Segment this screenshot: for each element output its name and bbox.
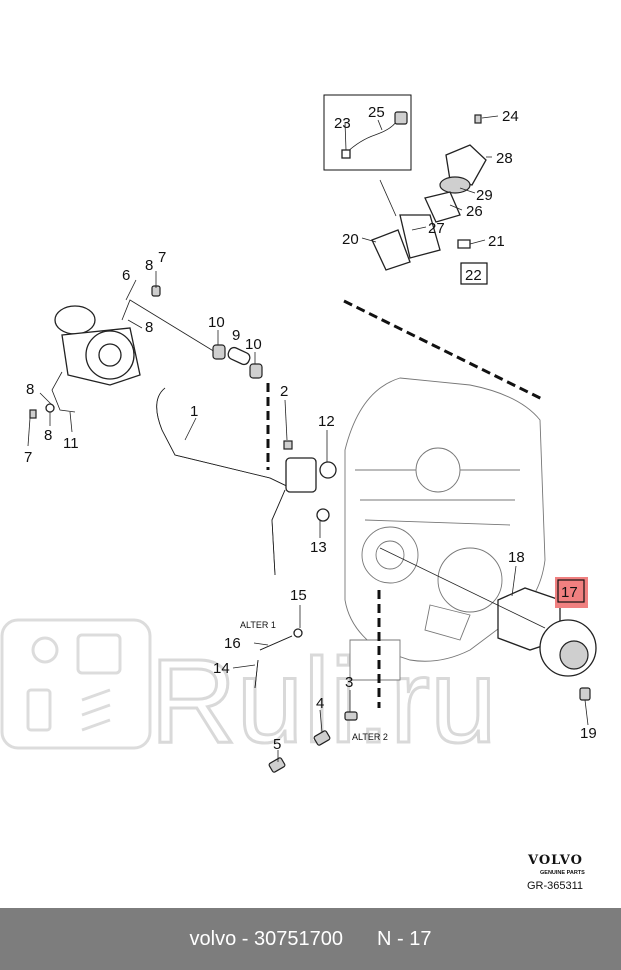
callout-8c: 8 — [26, 381, 34, 398]
engine-block — [344, 377, 546, 681]
callout-1: 1 — [190, 403, 198, 420]
callout-27: 27 — [428, 220, 445, 237]
callout-14: 14 — [213, 660, 230, 677]
callout-16: 16 — [224, 635, 241, 652]
callout-12: 12 — [318, 413, 335, 430]
footer-position: N - 17 — [376, 927, 432, 950]
callout-2: 2 — [280, 383, 288, 400]
alter-2-label: ALTER 2 — [352, 732, 388, 742]
callout-22-box — [460, 262, 488, 285]
callout-10b: 10 — [245, 336, 262, 353]
callout-9: 9 — [232, 327, 240, 344]
callout-3: 3 — [345, 674, 353, 691]
turbocharger — [51, 299, 221, 413]
inset-box — [323, 94, 412, 171]
callout-17: 17 — [561, 584, 578, 601]
callouts: 1 2 3 4 5 6 7 8 8 10 9 10 8 8 11 7 12 13… — [24, 104, 597, 753]
callout-8a: 8 — [145, 257, 153, 274]
illustration-ref: GR-365311 — [527, 880, 583, 892]
brand-tagline: GENUINE PARTS — [540, 870, 585, 876]
callout-8d: 8 — [44, 427, 52, 444]
alter-1-label: ALTER 1 — [240, 620, 276, 630]
callout-29: 29 — [476, 187, 493, 204]
callout-23: 23 — [334, 115, 351, 132]
thermostat-assembly — [371, 114, 487, 271]
callout-15: 15 — [290, 587, 307, 604]
callout-17-highlight — [555, 577, 588, 608]
callout-6: 6 — [122, 267, 130, 284]
callout-20: 20 — [342, 231, 359, 248]
callout-7b: 7 — [24, 449, 32, 466]
callout-19: 19 — [580, 725, 597, 742]
callout-26: 26 — [466, 203, 483, 220]
callout-28: 28 — [496, 150, 513, 167]
callout-24: 24 — [502, 108, 519, 125]
footer-part-number: volvo - 30751700 — [189, 927, 343, 950]
callout-13: 13 — [310, 539, 327, 556]
callout-25: 25 — [368, 104, 385, 121]
coolant-pipe — [156, 387, 337, 576]
watermark-car-icons — [0, 618, 152, 750]
callout-7a: 7 — [158, 249, 166, 266]
callout-8b: 8 — [145, 319, 153, 336]
footer-bar: volvo - 30751700 N - 17 — [0, 908, 621, 970]
connection-lines — [266, 179, 543, 708]
sensor-23-25 — [341, 111, 408, 159]
callout-10a: 10 — [208, 314, 225, 331]
callout-21: 21 — [488, 233, 505, 250]
branding: VOLVO GENUINE PARTS GR-365311 — [527, 853, 585, 892]
leader-lines — [27, 115, 589, 762]
callout-17-box — [557, 579, 585, 603]
callout-11: 11 — [63, 435, 79, 452]
brand-logo: VOLVO — [527, 853, 583, 868]
water-pump — [379, 547, 597, 701]
parts-diagram: Ruli.ru — [0, 94, 597, 892]
callout-18: 18 — [508, 549, 525, 566]
callout-4: 4 — [316, 695, 324, 712]
fittings — [29, 285, 263, 419]
callout-22: 22 — [465, 267, 482, 284]
callout-5: 5 — [273, 736, 281, 753]
lower-parts — [254, 628, 358, 773]
